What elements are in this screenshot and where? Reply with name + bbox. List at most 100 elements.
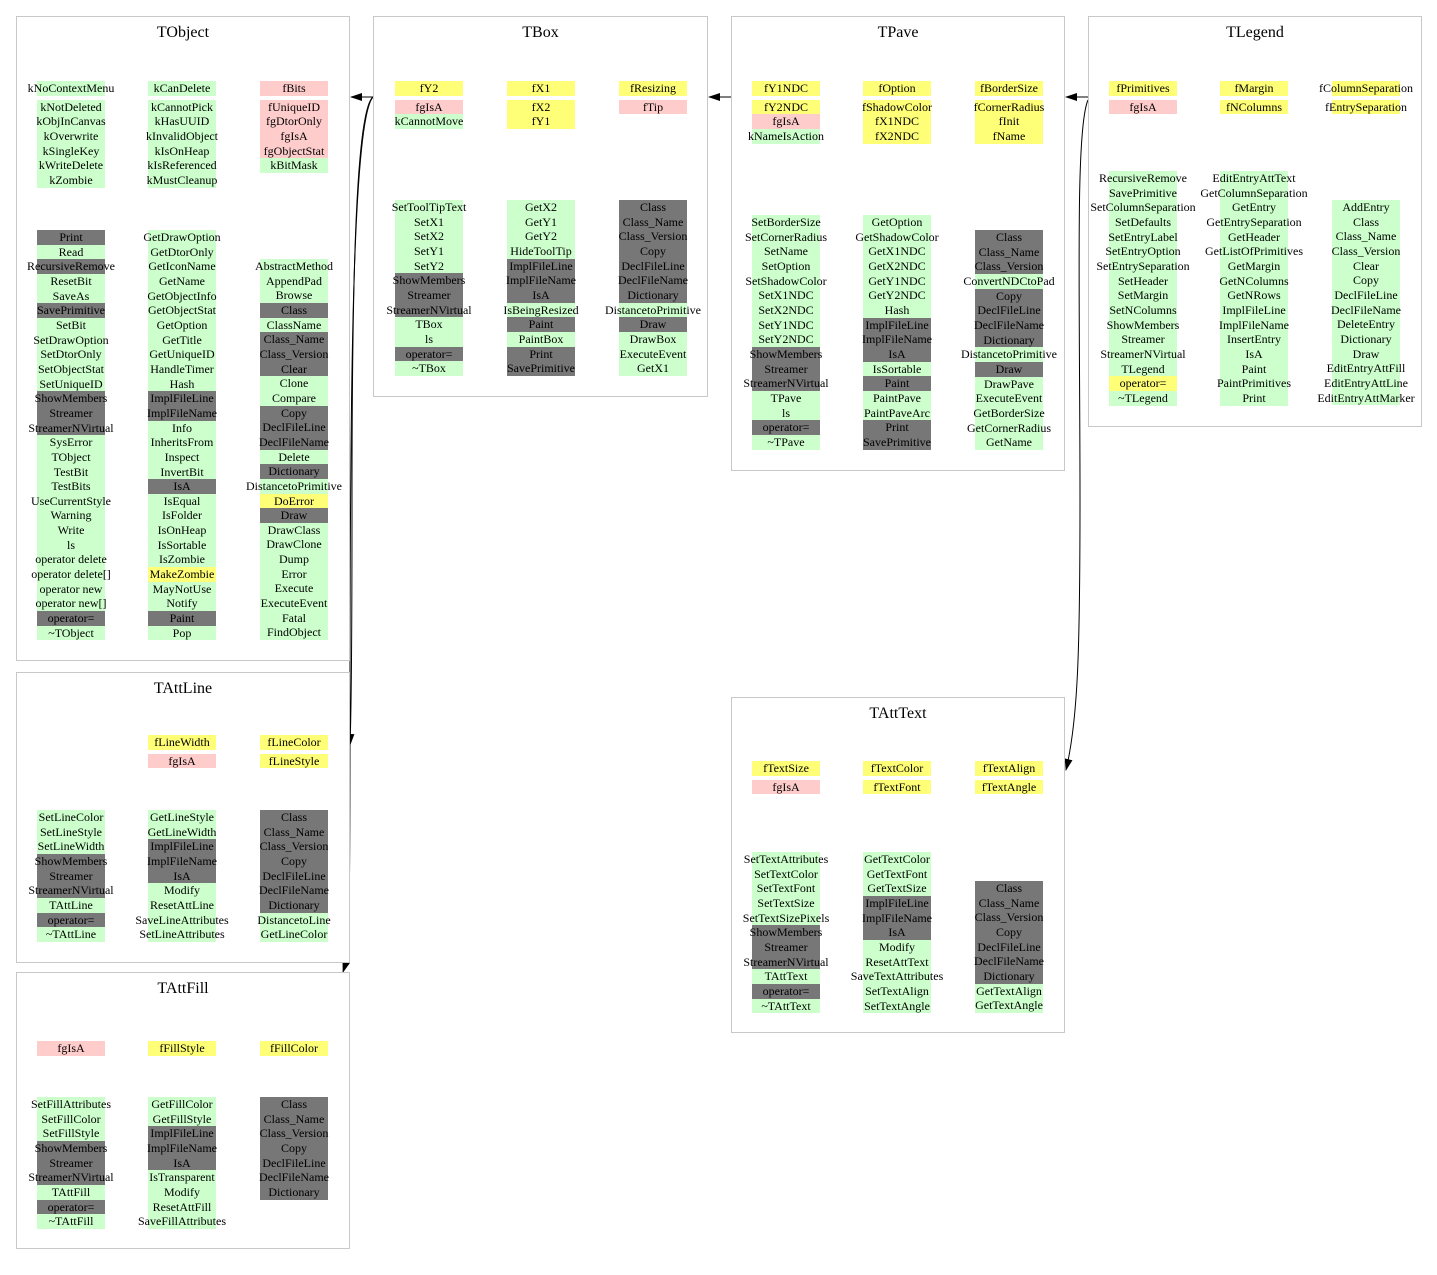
method-item[interactable]: Draw	[1332, 346, 1400, 362]
method-item[interactable]: Dictionary	[975, 332, 1043, 348]
method-item[interactable]: GetX1	[619, 361, 687, 376]
method-item[interactable]: RecursiveRemove	[27, 259, 115, 274]
method-item[interactable]: SetTextAngle	[863, 998, 931, 1014]
method-item[interactable]: StreamerNVirtual	[28, 883, 114, 898]
method-item[interactable]: SetX2	[395, 229, 463, 244]
method-item[interactable]: Class_Name	[260, 1111, 328, 1127]
method-item[interactable]: Class	[619, 200, 687, 215]
method-item[interactable]: DeclFileLine	[260, 420, 328, 435]
method-item[interactable]: IsFolder	[148, 508, 216, 524]
method-item[interactable]: Copy	[260, 405, 328, 421]
method-item[interactable]: IsEqual	[148, 493, 216, 509]
class-title[interactable]: TAttLine	[153, 680, 213, 697]
method-item[interactable]: ImplFileLine	[507, 258, 575, 274]
method-item[interactable]: IsSortable	[148, 537, 216, 553]
method-item[interactable]: Print	[1220, 390, 1288, 406]
method-item[interactable]: ImplFileLine	[148, 391, 216, 406]
method-item[interactable]: SetEntryLabel	[1108, 229, 1178, 245]
method-item[interactable]: ls	[752, 405, 820, 421]
method-item[interactable]: SetOption	[752, 258, 820, 274]
method-item[interactable]: DistancetoPrimitive	[246, 478, 342, 494]
method-item[interactable]: ImplFileLine	[148, 839, 216, 854]
method-item[interactable]: Error	[260, 566, 328, 582]
method-item[interactable]: SetToolTipText	[392, 200, 466, 215]
method-item[interactable]: IsA	[507, 287, 575, 303]
method-item[interactable]: TAttFill	[37, 1184, 105, 1200]
method-item[interactable]: ImplFileLine	[148, 1126, 216, 1141]
method-item[interactable]: Compare	[260, 390, 328, 406]
method-item[interactable]: ClassName	[260, 317, 328, 333]
method-item[interactable]: AddEntry	[1332, 200, 1400, 215]
method-item[interactable]: Class	[1332, 214, 1400, 230]
method-item[interactable]: SetY2	[395, 258, 463, 274]
method-item[interactable]: SysError	[37, 435, 105, 450]
method-item[interactable]: GetLineWidth	[148, 824, 216, 840]
method-item[interactable]: DeclFileLine	[975, 939, 1043, 955]
method-item[interactable]: DeclFileLine	[1332, 287, 1400, 303]
method-item[interactable]: SetBit	[37, 317, 105, 333]
method-item[interactable]: Dictionary	[1332, 331, 1400, 347]
method-item[interactable]: SaveFillAttributes	[138, 1214, 226, 1229]
method-item[interactable]: Copy	[1332, 273, 1400, 288]
data-member-item[interactable]: fY1	[507, 114, 575, 129]
method-item[interactable]: operator=	[752, 983, 820, 999]
data-member-item[interactable]: fgIsA	[37, 1041, 105, 1056]
method-item[interactable]: Copy	[260, 853, 328, 869]
method-item[interactable]: Dictionary	[260, 1184, 328, 1200]
method-item[interactable]: ShowMembers	[750, 346, 822, 362]
data-member-item[interactable]: fgObjectStat	[260, 143, 328, 159]
method-item[interactable]: IsZombie	[148, 552, 216, 568]
method-item[interactable]: Execute	[260, 581, 328, 597]
method-item[interactable]: MakeZombie	[148, 567, 216, 582]
method-item[interactable]: Browse	[260, 288, 328, 303]
data-member-item[interactable]: fPrimitives	[1109, 81, 1177, 96]
method-item[interactable]: TestBits	[37, 479, 105, 494]
method-item[interactable]: Streamer	[752, 939, 820, 955]
method-item[interactable]: AbstractMethod	[255, 259, 333, 274]
method-item[interactable]: DeclFileName	[259, 1170, 329, 1185]
method-item[interactable]: SetBorderSize	[751, 215, 821, 230]
method-item[interactable]: GetListOfPrimitives	[1205, 244, 1303, 259]
method-item[interactable]: GetFillColor	[148, 1097, 216, 1112]
method-item[interactable]: GetUniqueID	[148, 347, 216, 362]
method-item[interactable]: DeleteEntry	[1332, 317, 1400, 332]
data-member-item[interactable]: fEntrySeparation	[1325, 99, 1407, 115]
data-member-item[interactable]: fLineStyle	[260, 753, 328, 769]
method-item[interactable]: ShowMembers	[35, 391, 107, 406]
data-member-item[interactable]: kObjInCanvas	[36, 114, 106, 129]
method-item[interactable]: IsA	[863, 346, 931, 362]
method-item[interactable]: InheritsFrom	[148, 435, 216, 450]
data-member-item[interactable]: fColumnSeparation	[1319, 81, 1413, 96]
data-member-item[interactable]: fTextFont	[863, 779, 931, 795]
method-item[interactable]: HideToolTip	[507, 243, 575, 259]
method-item[interactable]: DrawBox	[619, 331, 687, 347]
method-item[interactable]: Dump	[260, 552, 328, 567]
method-item[interactable]: ImplFileName	[147, 1140, 217, 1156]
data-member-item[interactable]: fTip	[619, 99, 687, 115]
method-item[interactable]: SavePrimitive	[1109, 185, 1177, 201]
method-item[interactable]: DrawClass	[260, 522, 328, 538]
method-item[interactable]: Class_Version	[619, 229, 687, 244]
method-item[interactable]: DrawPave	[975, 376, 1043, 392]
class-title[interactable]: TAttFill	[157, 980, 209, 997]
method-item[interactable]: FindObject	[260, 625, 328, 641]
method-item[interactable]: SetLineAttributes	[139, 927, 225, 942]
method-item[interactable]: SetNColumns	[1109, 302, 1177, 318]
method-item[interactable]: ImplFileName	[147, 853, 217, 869]
method-item[interactable]: ResetAttLine	[148, 897, 216, 913]
method-item[interactable]: ~TAttText	[752, 998, 820, 1014]
data-member-item[interactable]: fNColumns	[1220, 99, 1288, 115]
method-item[interactable]: Class_Name	[1332, 229, 1400, 244]
data-member-item[interactable]: fgDtorOnly	[260, 114, 328, 129]
data-member-item[interactable]: fTextSize	[752, 761, 820, 776]
method-item[interactable]: ImplFileName	[506, 273, 576, 288]
class-title[interactable]: TLegend	[1226, 24, 1284, 41]
method-item[interactable]: DeclFileName	[259, 883, 329, 898]
method-item[interactable]: Read	[37, 244, 105, 260]
data-member-item[interactable]: fY2NDC	[752, 99, 820, 115]
method-item[interactable]: Inspect	[148, 449, 216, 465]
method-item[interactable]: GetMargin	[1220, 258, 1288, 274]
method-item[interactable]: TObject	[37, 449, 105, 465]
data-member-item[interactable]: fFillColor	[260, 1041, 328, 1056]
method-item[interactable]: operator delete	[35, 552, 107, 568]
